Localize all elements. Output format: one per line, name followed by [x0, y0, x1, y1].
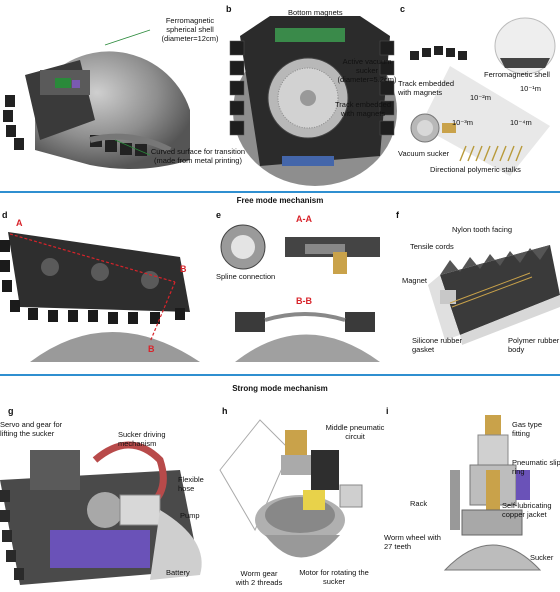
label-magnet: Magnet [402, 276, 428, 285]
panel-g-illustration [0, 441, 202, 585]
label-polymeric-stalks: Directional polymeric stalks [430, 165, 521, 174]
panel-d-illustration [0, 232, 200, 362]
label-middle-pneumatic: Middle pneumatic circuit [325, 423, 385, 441]
section-aa: A-A [296, 214, 312, 224]
marker-b-bottom: B [148, 344, 155, 354]
label-silicone: Silicone rubber gasket [412, 336, 463, 354]
label-battery: Battery [166, 568, 190, 577]
panel-g-letter: g [8, 406, 14, 416]
panel-c-illustration [410, 17, 556, 176]
scale-1e-4: 10⁻⁴m [510, 118, 532, 127]
label-motor: Motor for rotating the sucker [299, 568, 369, 586]
section-bb: B-B [296, 296, 312, 306]
label-tensile: Tensile cords [410, 242, 454, 251]
label-copper-jacket: Self-lubricating copper jacket [502, 501, 552, 519]
panel-h-illustration [219, 419, 363, 558]
label-spline: Spline connection [216, 272, 276, 281]
label-curved-surface: Curved surface for transition (made from… [150, 147, 246, 165]
label-servo-gear: Servo and gear for lifting the sucker [0, 420, 63, 438]
label-polymer: Polymer rubber body [508, 336, 560, 354]
label-sucker-i: Sucker [530, 553, 554, 562]
label-slip-ring: Pneumatic slip ring [512, 458, 560, 476]
panel-i-letter: i [386, 406, 389, 416]
label-worm-gear: Worm gear with 2 threads [235, 569, 283, 587]
label-bottom-magnets: Bottom magnets [288, 8, 343, 17]
divider-top [0, 191, 560, 193]
panel-c-letter: c [400, 4, 406, 14]
label-active-sucker: Active vacuum sucker (diameter=5.2cm) [337, 57, 397, 84]
panel-e-illustration [220, 224, 380, 362]
free-mode-title: Free mode mechanism [236, 196, 324, 205]
marker-a: A [16, 218, 23, 228]
scale-1e-2: 10⁻²m [470, 93, 492, 102]
label-track-magnets-c: Track embedded with magnets [398, 79, 455, 97]
panel-b-illustration [229, 16, 397, 186]
marker-b-top: B [180, 264, 187, 274]
label-sucker-driving: Sucker driving mechanism [118, 430, 166, 448]
label-worm-wheel: Worm wheel with 27 teeth [384, 533, 441, 551]
scale-1e-3: 10⁻³m [452, 118, 474, 127]
scale-1e-1: 10⁻¹m [520, 84, 542, 93]
label-gas-fitting: Gas type fitting [512, 420, 543, 438]
panel-e-letter: e [216, 210, 222, 220]
label-flexible-hose: Flexible hose [178, 475, 204, 493]
panel-d-letter: d [2, 210, 8, 220]
panel-f-illustration [428, 245, 560, 345]
label-track-magnets-b: Track embedded with magnets [334, 100, 391, 118]
panel-a-illustration [3, 29, 190, 170]
label-nylon: Nylon tooth facing [452, 225, 513, 234]
panel-h-letter: h [222, 406, 228, 416]
label-ferromagnetic-shell-c: Ferromagnetic shell [484, 70, 550, 79]
label-ferromagnetic-shell: Ferromagnetic spherical shell (diameter=… [161, 16, 219, 43]
label-vacuum-sucker: Vacuum sucker [398, 149, 450, 158]
strong-mode-title: Strong mode mechanism [232, 384, 328, 393]
panel-b-letter: b [226, 4, 232, 14]
label-pump: Pump [180, 511, 200, 520]
panel-i-illustration [443, 415, 542, 571]
panel-f-letter: f [396, 210, 399, 220]
divider-middle [0, 374, 560, 376]
label-rack: Rack [410, 499, 428, 508]
